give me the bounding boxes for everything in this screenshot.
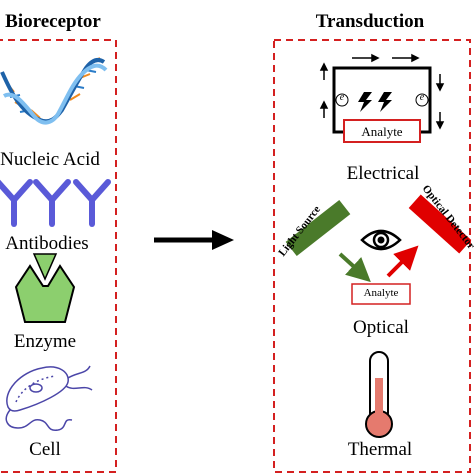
antibody-icon <box>0 179 111 227</box>
optical-setup <box>285 194 472 305</box>
optical-analyte-text: Analyte <box>363 287 399 299</box>
electrical-circuit <box>319 53 445 143</box>
bioreceptor-heading: Bioreceptor <box>5 11 101 32</box>
eye-icon <box>360 229 402 251</box>
enzyme-icon <box>14 253 76 323</box>
cell-label: Cell <box>29 439 61 460</box>
antibodies-label: Antibodies <box>5 233 89 254</box>
electron-label: e <box>339 92 345 103</box>
dna-helix-icon <box>0 57 108 125</box>
optical-analyte-box <box>351 283 411 305</box>
transduction-arrow <box>154 230 234 250</box>
electrical-label: Electrical <box>346 163 420 184</box>
bioreceptor-frame <box>0 39 117 473</box>
optical-label: Optical <box>353 317 409 338</box>
lightning-icon <box>358 92 372 112</box>
thermometer-icon <box>365 351 393 438</box>
thermal-label: Thermal <box>347 439 413 460</box>
lightning-icon <box>378 92 392 112</box>
enzyme-label: Enzyme <box>13 331 77 352</box>
light-source-bar <box>285 199 351 257</box>
electron-label: e <box>419 92 425 103</box>
electrical-analyte-text: Analyte <box>361 124 403 139</box>
nucleic-acid-label: Nucleic Acid <box>0 149 100 170</box>
optical-detector-bar <box>408 194 472 254</box>
transduction-frame <box>273 39 471 473</box>
electrical-analyte-box <box>343 119 421 143</box>
transduction-heading: Transduction <box>315 11 425 32</box>
cell-icon <box>5 365 93 431</box>
